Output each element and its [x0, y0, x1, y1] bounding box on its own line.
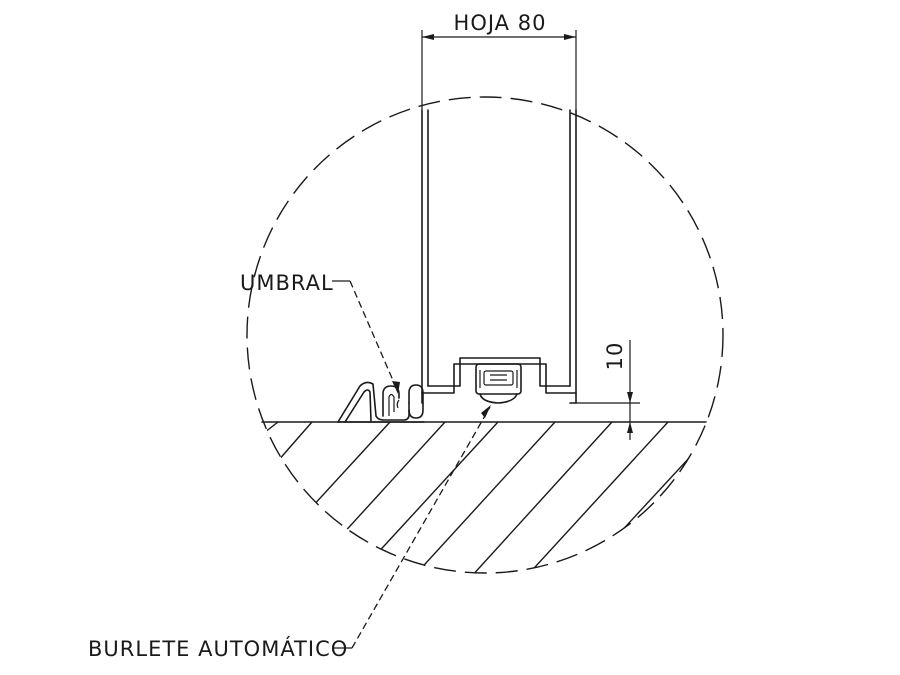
hoja-label: HOJA 80: [454, 11, 547, 35]
burlete-leader: [333, 405, 491, 649]
gap-label: 10: [603, 342, 627, 371]
umbral-leader: [332, 280, 400, 394]
threshold-profile: [337, 381, 425, 423]
door-leaf: [421, 109, 577, 404]
automatic-seal: [475, 363, 522, 404]
umbral-label: UMBRAL: [240, 271, 334, 295]
gap-dimension: [576, 340, 640, 440]
detail-circle: [246, 96, 724, 574]
hoja-dimension: [421, 30, 577, 110]
floor-section: [259, 421, 716, 573]
burlete-label: BURLETE AUTOMÁTICO: [88, 636, 348, 661]
